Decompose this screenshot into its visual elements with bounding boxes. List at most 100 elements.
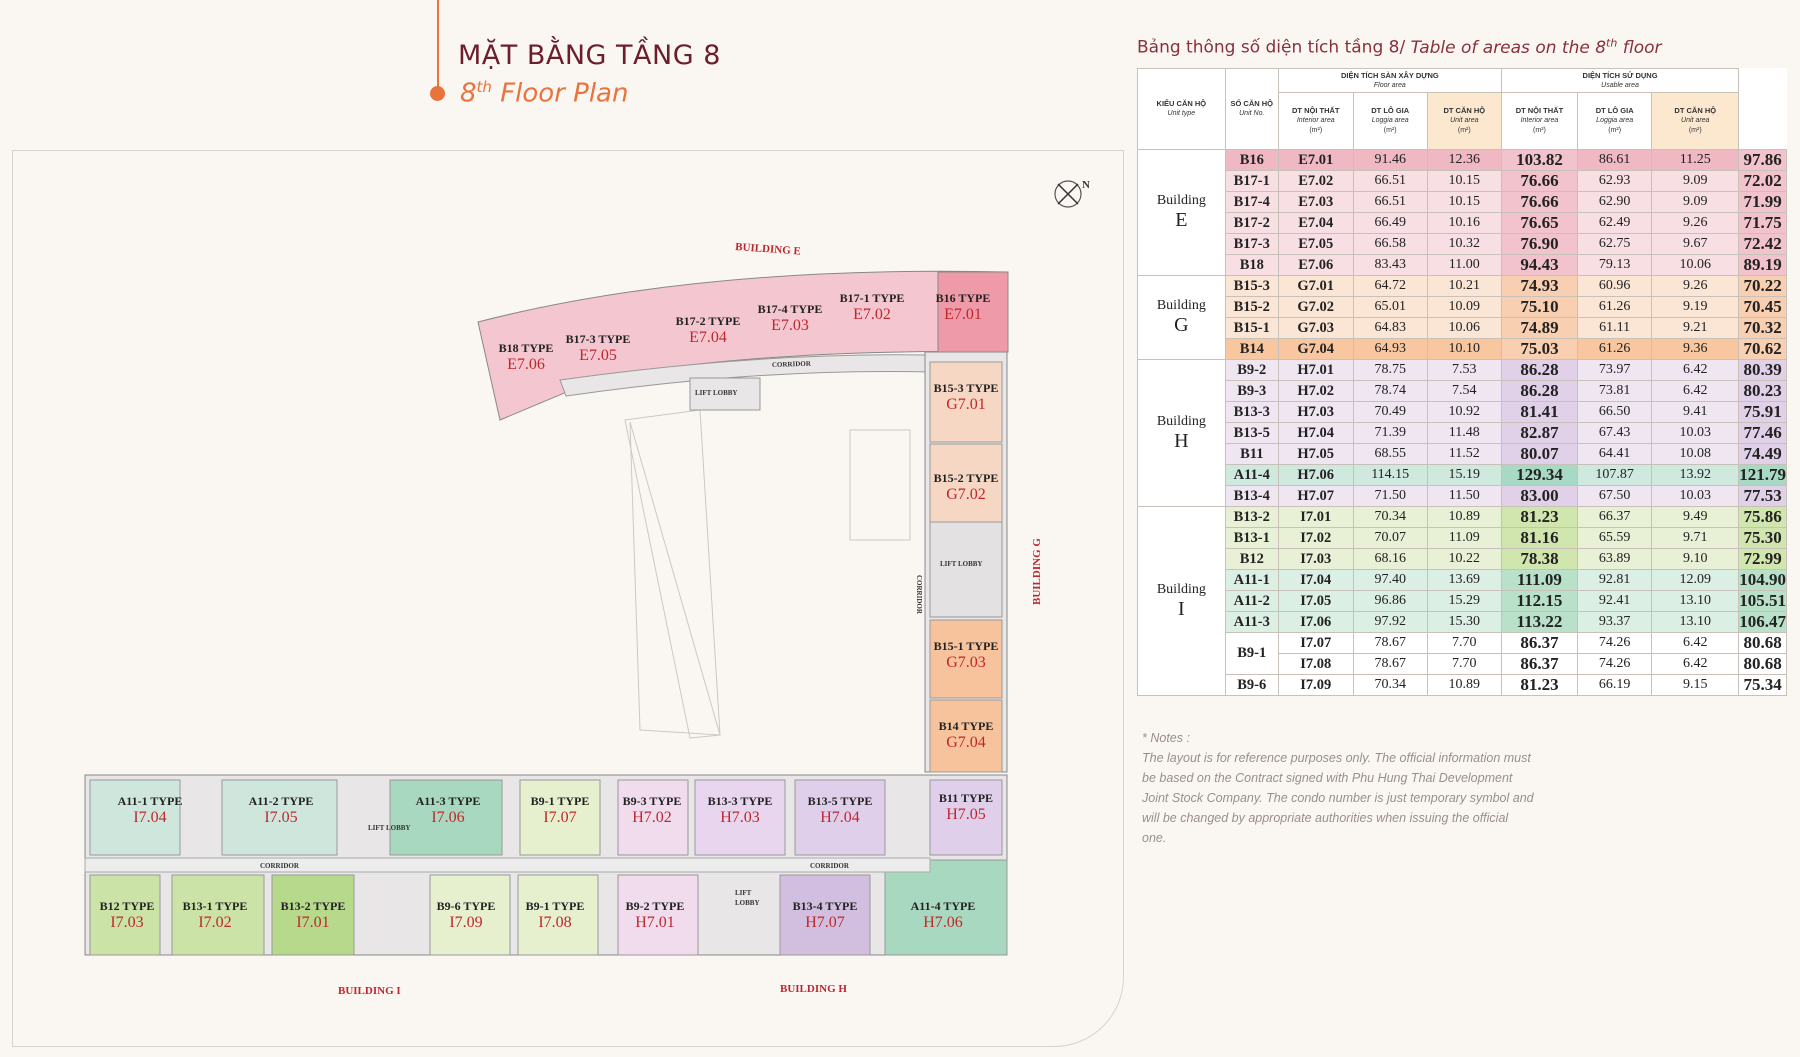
cell-fu: 76.66: [1500, 191, 1579, 213]
cell-ui: 61.26: [1577, 296, 1653, 318]
cell-unit-type: B13-3: [1224, 401, 1279, 423]
courtyard-outline: [624, 409, 911, 739]
plan-unit-number: I7.08: [538, 914, 571, 931]
plan-unit-number: I7.09: [449, 914, 482, 931]
plan-unit-number: E7.03: [771, 317, 809, 334]
cell-unit-no: I7.09: [1277, 674, 1354, 696]
cell-fi: 78.74: [1352, 380, 1428, 402]
cell-unit-no: I7.05: [1277, 590, 1354, 612]
cell-fl: 11.52: [1426, 443, 1502, 465]
cell-unit-no: I7.01: [1277, 506, 1354, 528]
cell-unit-no: E7.04: [1277, 212, 1354, 234]
cell-unit-type: B17-4: [1224, 191, 1279, 213]
label-corridor-e: CORRIDOR: [772, 360, 812, 369]
cell-uu: 77.46: [1738, 422, 1787, 444]
cell-ul: 9.49: [1651, 506, 1740, 528]
cell-uu: 75.86: [1738, 506, 1787, 528]
plan-unit-type: B15-1 TYPE: [934, 639, 999, 653]
cell-ui: 62.75: [1577, 233, 1653, 255]
plan-unit-type: A11-3 TYPE: [416, 794, 481, 808]
cell-unit-type: A11-4: [1224, 464, 1279, 486]
plan-unit-number: I7.05: [264, 809, 297, 826]
cell-ui: 67.43: [1577, 422, 1653, 444]
cell-ul: 9.10: [1651, 548, 1740, 570]
label-building-h: BUILDING H: [780, 983, 847, 995]
cell-fu: 129.34: [1500, 464, 1579, 486]
plan-unit-type: B13-1 TYPE: [183, 899, 248, 913]
cell-ui: 67.50: [1577, 485, 1653, 507]
plan-unit-number: H7.01: [635, 914, 675, 931]
cell-fl: 10.92: [1426, 401, 1502, 423]
cell-fl: 12.36: [1426, 149, 1502, 171]
cell-fi: 78.67: [1352, 632, 1428, 654]
cell-ui: 66.37: [1577, 506, 1653, 528]
cell-uu: 80.23: [1738, 380, 1787, 402]
cell-ui: 64.41: [1577, 443, 1653, 465]
cell-fi: 71.39: [1352, 422, 1428, 444]
cell-fu: 81.23: [1500, 674, 1579, 696]
cell-unit-type: B15-1: [1224, 317, 1279, 339]
cell-uu: 70.32: [1738, 317, 1787, 339]
cell-fl: 11.48: [1426, 422, 1502, 444]
cell-fi: 91.46: [1352, 149, 1428, 171]
cell-uu: 74.49: [1738, 443, 1787, 465]
cell-fi: 97.92: [1352, 611, 1428, 633]
cell-ui: 66.50: [1577, 401, 1653, 423]
cell-uu: 106.47: [1738, 611, 1787, 633]
cell-unit-no: I7.02: [1277, 527, 1354, 549]
plan-unit-type: B18 TYPE: [499, 341, 554, 355]
cell-fu: 76.90: [1500, 233, 1579, 255]
cell-unit-type: B9-3: [1224, 380, 1279, 402]
cell-unit-no: E7.01: [1277, 149, 1354, 171]
table-title: Bảng thông số diện tích tầng 8/ Table of…: [1137, 36, 1662, 58]
building-letter: I: [1178, 597, 1185, 620]
cell-fl: 7.70: [1426, 653, 1502, 675]
cell-unit-type: B15-3: [1224, 275, 1279, 297]
cell-ul: 9.15: [1651, 674, 1740, 696]
plan-corridor-labels: CORRIDOR CORRIDOR CORRIDOR CORRIDOR LIFT…: [260, 360, 982, 907]
cell-ui: 62.49: [1577, 212, 1653, 234]
cell-uu: 89.19: [1738, 254, 1787, 276]
cell-fu: 103.82: [1500, 149, 1579, 171]
cell-uu: 70.22: [1738, 275, 1787, 297]
plan-unit-type: B17-1 TYPE: [840, 291, 905, 305]
plan-unit-number: G7.02: [946, 486, 986, 503]
cell-uu: 80.39: [1738, 359, 1787, 381]
plan-unit-number: I7.06: [431, 809, 464, 826]
label-lobby-h: LOBBY: [735, 899, 760, 907]
cell-ul: 10.03: [1651, 485, 1740, 507]
cell-fl: 15.29: [1426, 590, 1502, 612]
cell-unit-no: H7.03: [1277, 401, 1354, 423]
cell-fu: 75.10: [1500, 296, 1579, 318]
plan-unit-number: E7.02: [853, 306, 891, 323]
plan-unit-number: E7.06: [507, 356, 545, 373]
cell-uu: 70.45: [1738, 296, 1787, 318]
page-title-en: 8th Floor Plan: [460, 78, 628, 109]
cell-ui: 86.61: [1577, 149, 1653, 171]
cell-ul: 6.42: [1651, 653, 1740, 675]
cell-unit-type: B17-1: [1224, 170, 1279, 192]
cell-fi: 97.40: [1352, 569, 1428, 591]
cell-fl: 10.15: [1426, 191, 1502, 213]
cell-unit-no: H7.05: [1277, 443, 1354, 465]
cell-unit-no: I7.03: [1277, 548, 1354, 570]
cell-fi: 96.86: [1352, 590, 1428, 612]
cell-unit-type: B17-3: [1224, 233, 1279, 255]
building-label: Building: [1156, 413, 1206, 429]
